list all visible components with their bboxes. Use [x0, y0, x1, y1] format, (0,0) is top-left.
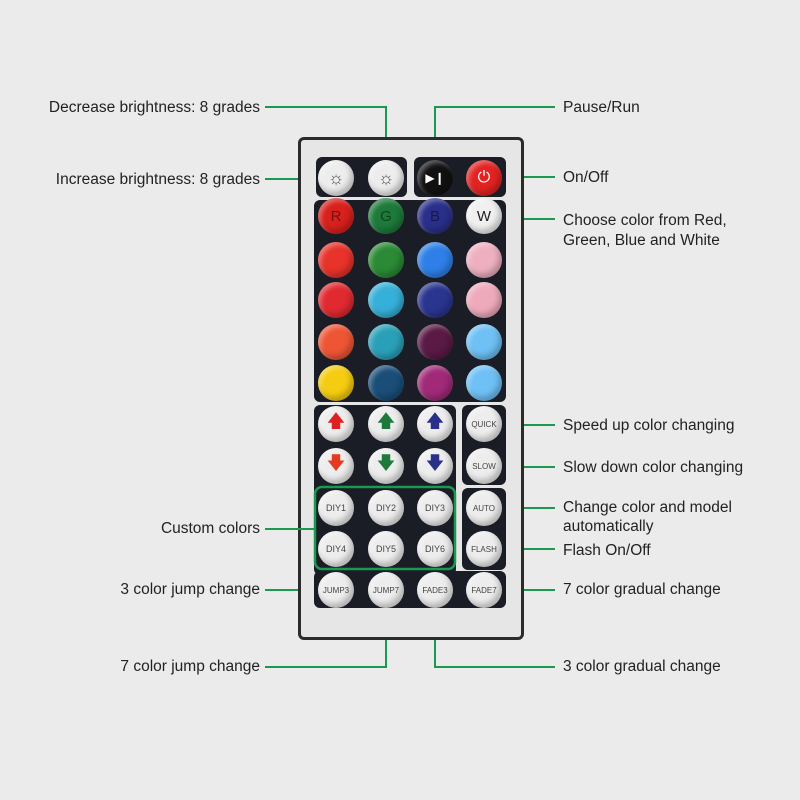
label-on-off: On/Off: [563, 169, 609, 186]
color-button[interactable]: W: [466, 198, 502, 234]
color-button[interactable]: [368, 324, 404, 360]
color-button[interactable]: R: [318, 198, 354, 234]
diy-button[interactable]: DIY6: [417, 531, 453, 567]
label-choose-color-1: Choose color from Red,: [563, 212, 727, 229]
color-button[interactable]: [318, 242, 354, 278]
color-button[interactable]: [318, 365, 354, 401]
power-button[interactable]: ⏻: [466, 160, 502, 196]
arrow-down-button[interactable]: 🡇: [318, 448, 354, 484]
label-auto-2: automatically: [563, 518, 654, 535]
color-button[interactable]: [466, 242, 502, 278]
auto-button[interactable]: AUTO: [466, 490, 502, 526]
label-fade3: 3 color gradual change: [563, 658, 721, 675]
slow-button[interactable]: SLOW: [466, 448, 502, 484]
label-custom-colors: Custom colors: [160, 520, 260, 537]
color-button[interactable]: [318, 282, 354, 318]
color-button[interactable]: [368, 365, 404, 401]
flash-button[interactable]: FLASH: [466, 531, 502, 567]
color-button[interactable]: [466, 365, 502, 401]
color-button[interactable]: [368, 282, 404, 318]
label-decrease-brightness: Decrease brightness: 8 grades: [48, 99, 260, 116]
arrow-down-button[interactable]: 🡇: [368, 448, 404, 484]
arrow-up-button[interactable]: 🡅: [417, 406, 453, 442]
color-button[interactable]: [417, 365, 453, 401]
color-button[interactable]: [417, 242, 453, 278]
label-flash: Flash On/Off: [563, 542, 651, 559]
arrow-down-button[interactable]: 🡇: [417, 448, 453, 484]
diy-button[interactable]: DIY5: [368, 531, 404, 567]
color-button[interactable]: [417, 324, 453, 360]
color-button[interactable]: B: [417, 198, 453, 234]
diy-button[interactable]: DIY1: [318, 490, 354, 526]
fade7-button[interactable]: FADE7: [466, 572, 502, 608]
label-speed-up: Speed up color changing: [563, 417, 735, 434]
quick-button[interactable]: QUICK: [466, 406, 502, 442]
arrow-up-button[interactable]: 🡅: [318, 406, 354, 442]
arrow-up-button[interactable]: 🡅: [368, 406, 404, 442]
label-jump3: 3 color jump change: [120, 581, 260, 598]
label-fade7: 7 color gradual change: [563, 581, 721, 598]
pause-run-button[interactable]: ▶❙: [417, 160, 453, 196]
color-button[interactable]: [417, 282, 453, 318]
brightness-down-button[interactable]: ☼: [318, 160, 354, 196]
diy-button[interactable]: DIY2: [368, 490, 404, 526]
label-slow-down: Slow down color changing: [563, 459, 744, 476]
color-button[interactable]: [318, 324, 354, 360]
label-jump7: 7 color jump change: [120, 658, 260, 675]
fade3-button[interactable]: FADE3: [417, 572, 453, 608]
diy-button[interactable]: DIY4: [318, 531, 354, 567]
label-increase-brightness: Increase brightness: 8 grades: [55, 171, 260, 188]
label-auto-1: Change color and model: [563, 499, 732, 516]
jump3-button[interactable]: JUMP3: [318, 572, 354, 608]
label-pause-run: Pause/Run: [563, 99, 640, 116]
color-button[interactable]: [466, 282, 502, 318]
label-choose-color-2: Green, Blue and White: [563, 232, 720, 249]
diy-button[interactable]: DIY3: [417, 490, 453, 526]
color-button[interactable]: [368, 242, 404, 278]
color-button[interactable]: G: [368, 198, 404, 234]
brightness-up-button[interactable]: ☼: [368, 160, 404, 196]
jump7-button[interactable]: JUMP7: [368, 572, 404, 608]
color-button[interactable]: [466, 324, 502, 360]
